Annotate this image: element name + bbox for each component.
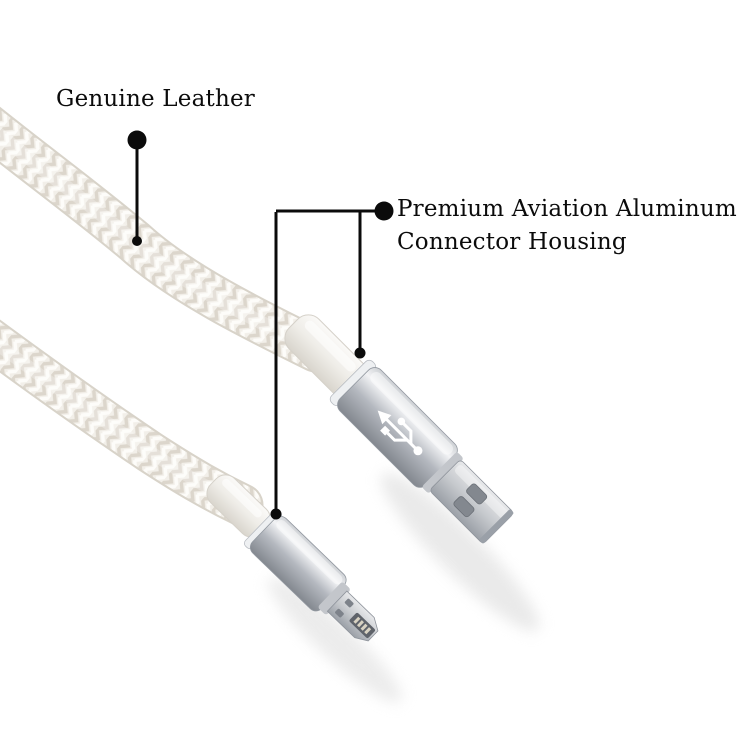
housing-highlight (276, 520, 343, 585)
shield-hole-bottom (453, 496, 475, 518)
end-dot-micro (270, 508, 282, 520)
shield-hole-top (466, 483, 488, 505)
braided-cable-upper (0, 106, 339, 373)
bullet-dot-leather (127, 130, 147, 150)
label-genuine-leather: Genuine Leather (56, 86, 255, 112)
annotation-lines (135, 148, 383, 512)
micro-latch-notch-bottom (335, 608, 344, 618)
micro-latch-notch-top (344, 598, 354, 608)
boot-highlight (222, 478, 262, 518)
micro-contact-pins (353, 616, 372, 635)
shield-tip-edge (479, 509, 514, 544)
label-premium-aluminum: Premium Aviation Aluminum Connector Hous… (397, 193, 737, 259)
usb-a-step (422, 452, 463, 493)
micro-step (318, 582, 350, 615)
bullet-dot-premium (374, 201, 394, 221)
genuine-leather-text: Genuine Leather (56, 86, 255, 112)
usb-a-connector (284, 314, 514, 544)
usb-trident-icon (377, 410, 423, 456)
connector-shadows (268, 472, 540, 703)
housing-highlight (370, 371, 453, 455)
end-dot-leather-cable (132, 236, 142, 246)
premium-line2-text: Connector Housing (397, 229, 627, 255)
boot-highlight (304, 320, 356, 372)
premium-line1-text: Premium Aviation Aluminum (397, 196, 737, 222)
braided-cable-lower (0, 319, 264, 527)
end-dot-usb-a (354, 347, 366, 359)
annotation-dots (127, 130, 394, 520)
micro-usb-connector (206, 474, 379, 642)
